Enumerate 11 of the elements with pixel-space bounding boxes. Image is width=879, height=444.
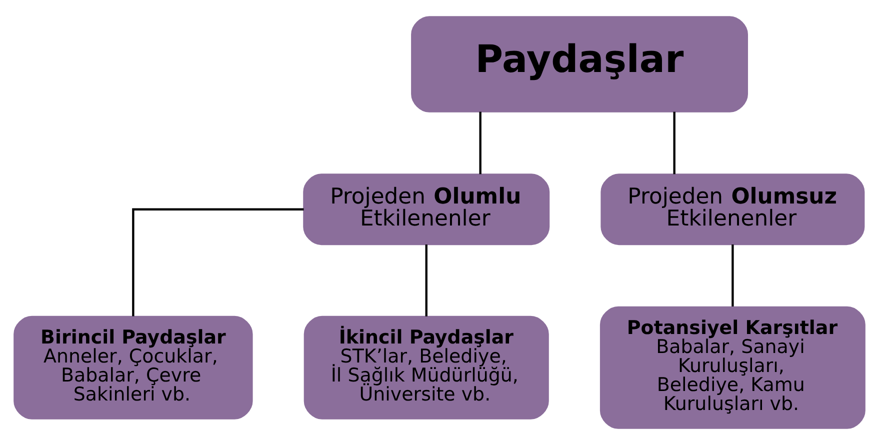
- connector: [673, 111, 676, 174]
- connector: [132, 208, 304, 316]
- connector: [425, 244, 428, 316]
- node-box: İkincil Paydaşlar STK’lar, Belediye, İl Sağlık Müdürlüğü, Üniversite vb.: [304, 315, 549, 419]
- connector: [479, 111, 482, 174]
- node-box: Birincil Paydaşlar Anneler, Çocuklar, Babalar, Çevre Sakinleri vb.: [14, 315, 253, 419]
- connector: [732, 244, 734, 306]
- node-box: Paydaşlar: [411, 16, 748, 112]
- node-box: Potansiyel Karşıtlar Babalar, Sanayi Kuruluşları, Belediye, Kamu Kuruluşları vb.: [600, 306, 866, 428]
- node-box: Projeden Olumlu Etkilenenler: [303, 173, 550, 245]
- node-box: Projeden Olumsuz Etkilenenler: [600, 173, 865, 245]
